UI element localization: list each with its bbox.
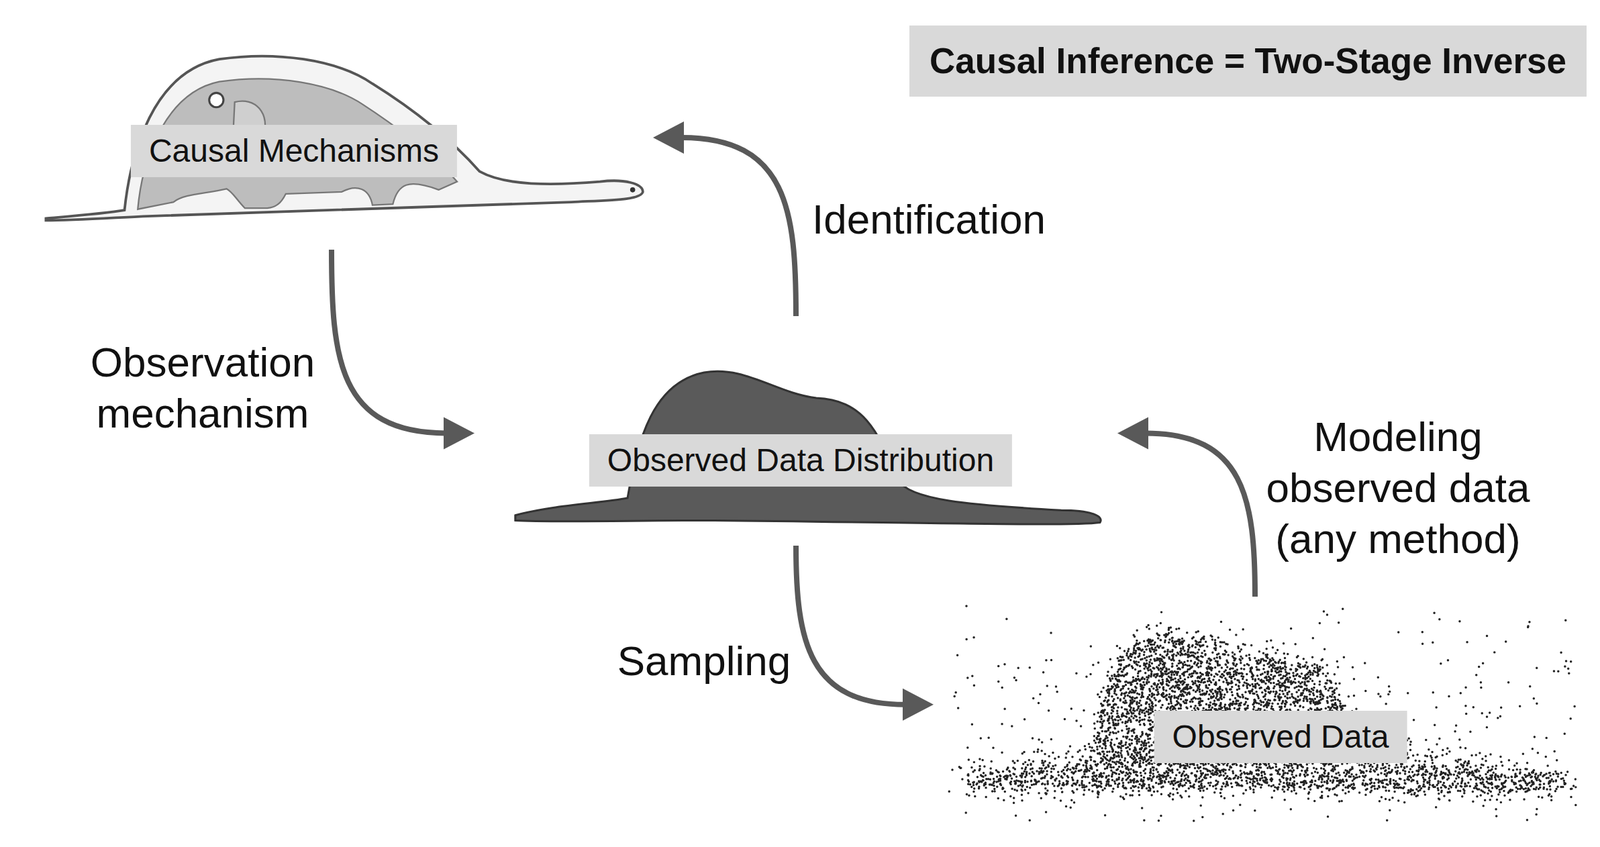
label-wrapper: Observed Data (1154, 710, 1408, 764)
arrow-head (902, 688, 934, 721)
curved-arrow (681, 137, 796, 317)
illustration-node: Observed Data (933, 596, 1577, 822)
node-label: Observed Data Distribution (589, 434, 1013, 487)
label-wrapper: Observed Data Distribution (589, 434, 1013, 487)
elephant-eye (209, 92, 224, 107)
edge-label-wrapper: Sampling (596, 635, 812, 687)
curved-arrow (795, 545, 906, 705)
boa-outline (45, 56, 643, 221)
boa-silhouette (515, 371, 1101, 525)
boa-with-elephant (45, 56, 643, 221)
title-band: Causal Inference = Two-Stage Inverse (909, 25, 1587, 97)
arrow-head (443, 416, 475, 449)
node-label: Causal Mechanisms (130, 124, 458, 178)
boa-eye (630, 187, 636, 193)
edge-label-wrapper: Modeling observed data (any method) (1253, 411, 1543, 565)
label-wrapper: Causal Mechanisms (130, 124, 458, 178)
edge-label: Sampling (596, 635, 812, 687)
edge-label-wrapper: Observation mechanism (75, 336, 331, 439)
illustration-node: Causal Mechanisms (10, 25, 654, 250)
curved-arrow (331, 249, 447, 433)
arrow-head (1117, 416, 1149, 449)
edge-label: Observation mechanism (75, 336, 331, 439)
title-wrapper: Causal Inference = Two-Stage Inverse (909, 25, 1587, 97)
edge-label-wrapper: Identification (787, 193, 1070, 245)
arrow-head (653, 121, 684, 154)
curved-arrow (1145, 432, 1256, 597)
node-label: Observed Data (1154, 710, 1408, 764)
data-points (948, 606, 1576, 821)
edge-label: Modeling observed data (any method) (1253, 411, 1543, 565)
edge-label: Identification (787, 193, 1070, 245)
illustration-node: Observed Data Distribution (474, 316, 1118, 546)
